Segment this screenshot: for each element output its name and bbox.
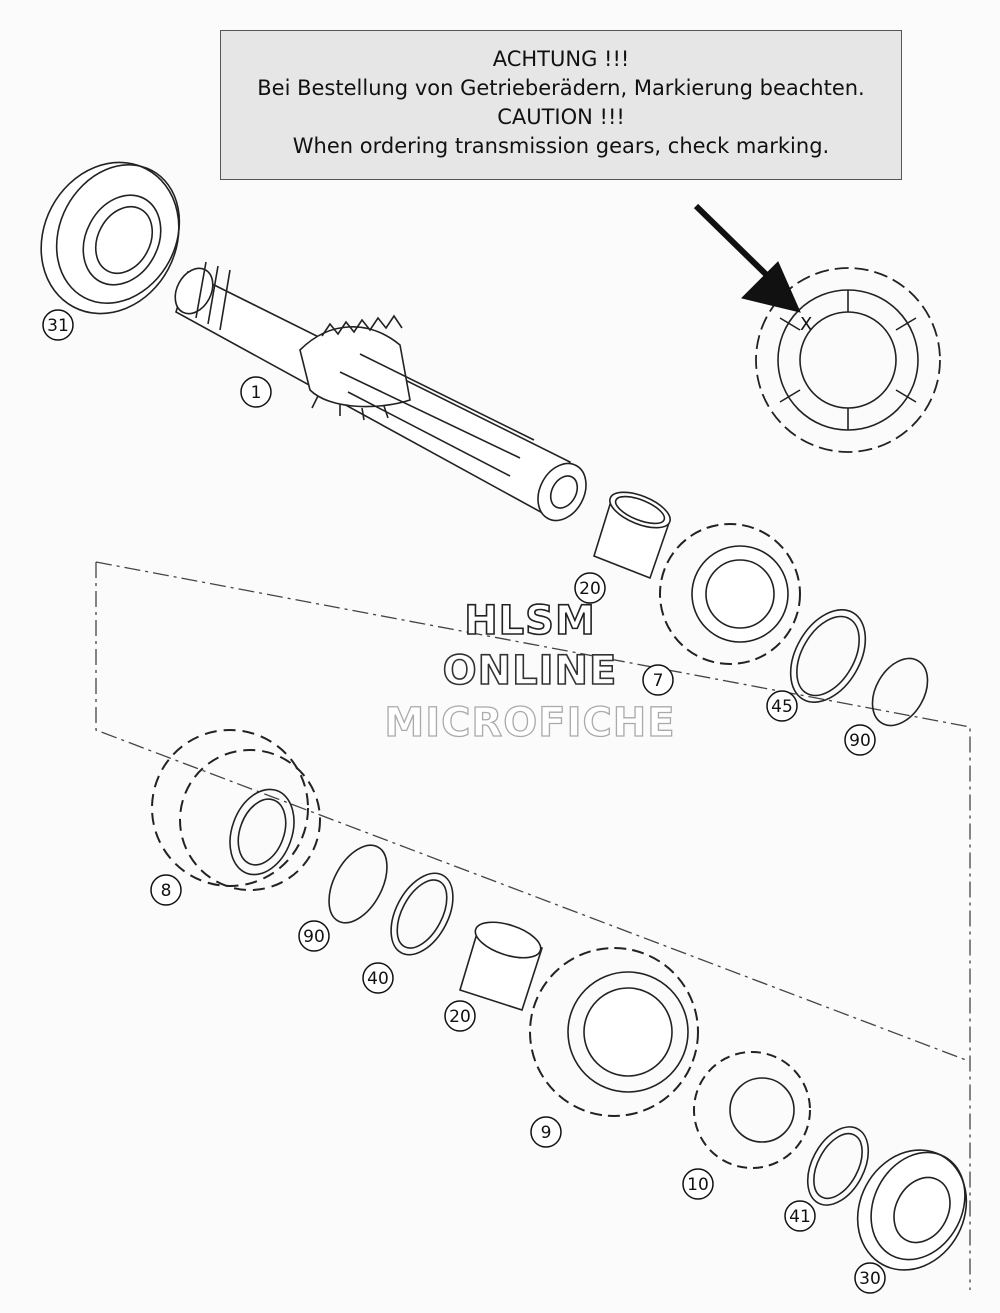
callout-9: 9	[530, 1116, 562, 1148]
svg-text:1: 1	[251, 383, 262, 403]
svg-text:20: 20	[579, 579, 601, 599]
svg-text:20: 20	[449, 1007, 471, 1027]
notice-line-1: ACHTUNG !!!	[492, 47, 630, 71]
ball-bearing-31	[40, 161, 181, 315]
callout-31: 31	[42, 309, 74, 341]
callout-45: 45	[766, 690, 798, 722]
watermark-line-2: ONLINE	[442, 647, 618, 695]
svg-text:8: 8	[161, 881, 172, 901]
callout-41: 41	[784, 1200, 816, 1232]
svg-text:40: 40	[367, 969, 389, 989]
washer-41	[806, 1126, 870, 1206]
watermark-line-1: HLSM	[463, 597, 596, 645]
gear-7	[659, 523, 801, 665]
callout-10: 10	[682, 1168, 714, 1200]
gear-8	[151, 729, 321, 891]
callout-8: 8	[150, 874, 182, 906]
circlip-90-upper	[871, 657, 929, 727]
callout-40: 40	[362, 962, 394, 994]
marking-x-label: X	[800, 314, 812, 335]
callout-20-upper: 20	[574, 572, 606, 604]
notice-line-2: Bei Bestellung von Getrieberädern, Marki…	[257, 76, 865, 100]
callout-30: 30	[854, 1262, 886, 1294]
notice-line-4: When ordering transmission gears, check …	[292, 134, 830, 158]
svg-text:7: 7	[653, 671, 664, 691]
svg-text:90: 90	[303, 927, 325, 947]
callout-7: 7	[642, 664, 674, 696]
caution-notice: ACHTUNG !!! Bei Bestellung von Getrieber…	[220, 30, 902, 180]
marking-arrow	[693, 203, 801, 313]
svg-text:10: 10	[687, 1175, 709, 1195]
main-shaft	[174, 261, 587, 522]
needle-bushing-20-lower	[459, 921, 544, 1012]
svg-text:9: 9	[541, 1123, 552, 1143]
callout-90-lower: 90	[298, 920, 330, 952]
svg-text:45: 45	[771, 697, 793, 717]
callout-90-upper: 90	[844, 724, 876, 756]
notice-line-3: CAUTION !!!	[497, 105, 625, 129]
callout-1: 1	[240, 376, 272, 408]
circlip-90-lower	[328, 844, 388, 924]
gear-9	[529, 947, 699, 1117]
marked-gear-illustration	[755, 267, 941, 453]
needle-bushing-20-upper	[593, 491, 672, 580]
gear-10	[693, 1051, 811, 1169]
svg-text:90: 90	[849, 731, 871, 751]
washer-45	[789, 609, 867, 703]
svg-text:30: 30	[859, 1269, 881, 1289]
ball-bearing-30	[856, 1149, 968, 1271]
svg-text:31: 31	[47, 316, 69, 336]
svg-text:41: 41	[789, 1207, 811, 1227]
callout-20-lower: 20	[444, 1000, 476, 1032]
watermark-line-3: MICROFICHE	[384, 699, 676, 746]
assembly-outline	[95, 561, 971, 1290]
washer-40	[390, 872, 454, 956]
